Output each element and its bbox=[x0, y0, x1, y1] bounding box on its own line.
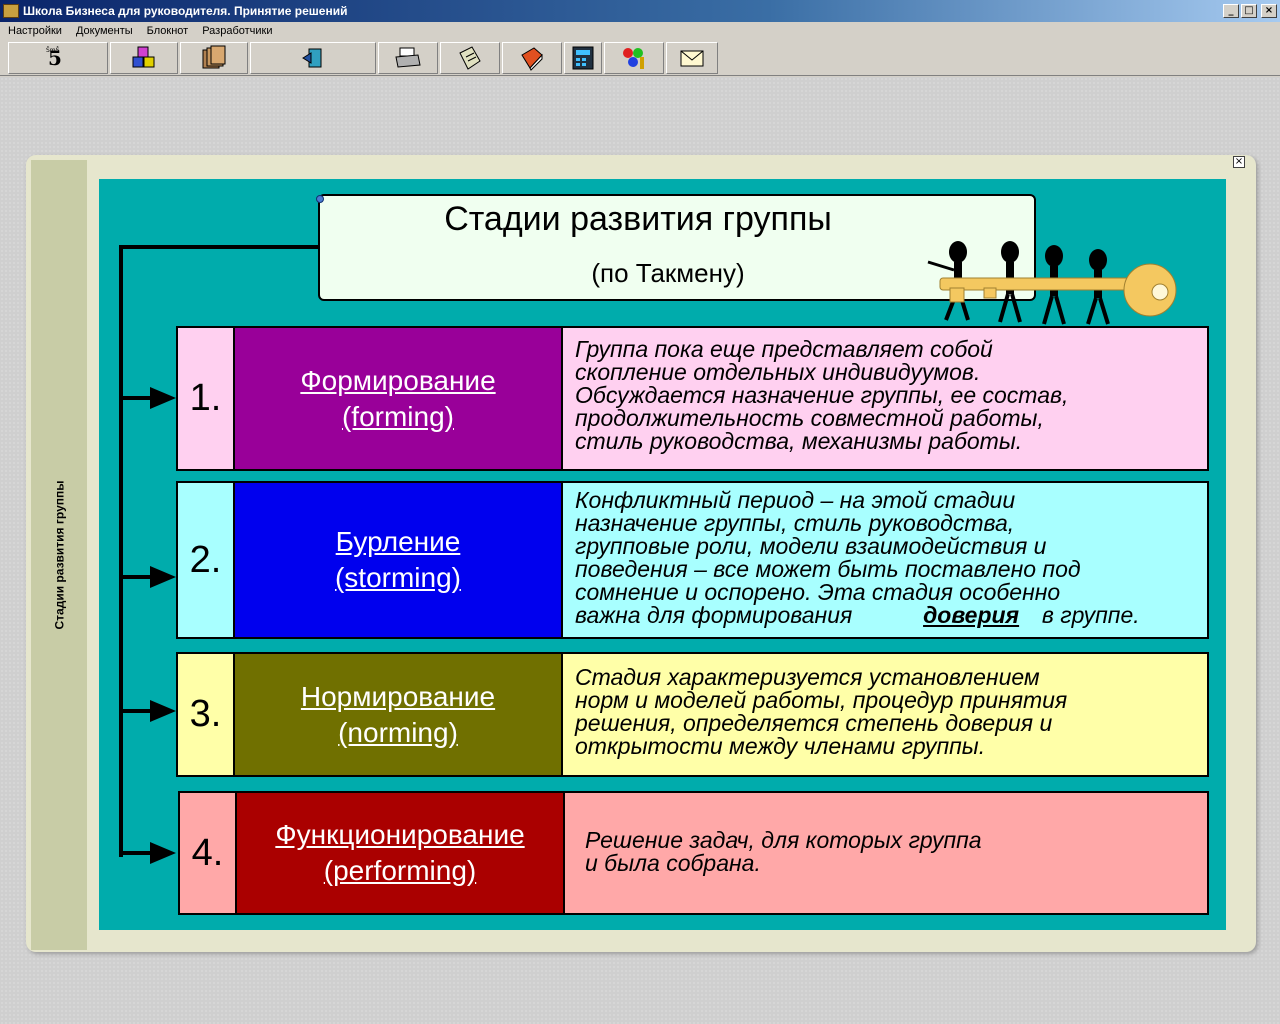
cubes-icon bbox=[132, 46, 155, 68]
paint-button[interactable] bbox=[604, 42, 664, 74]
connector-line-3 bbox=[119, 709, 151, 713]
stage-link-storming[interactable]: Бурление (storming) bbox=[235, 483, 563, 637]
connector-line-2 bbox=[119, 575, 151, 579]
exit-door-icon bbox=[302, 48, 322, 68]
stage-name: Формирование bbox=[300, 364, 496, 396]
stage-link-performing[interactable]: Функционирование (performing) bbox=[237, 793, 565, 913]
menu-documents[interactable]: Документы bbox=[75, 25, 133, 37]
trust-link[interactable]: доверия bbox=[923, 602, 1020, 628]
description-line: важна для формирования доверия в группе. bbox=[575, 604, 1207, 627]
description-line: Стадия характеризуется установлением bbox=[575, 664, 1040, 690]
page-title: Стадии развития группы bbox=[444, 200, 832, 238]
description-line: скопление отдельных индивидуумов. bbox=[575, 359, 981, 385]
description-line: Обсуждается назначение группы, ее состав… bbox=[575, 382, 1069, 408]
stage-name: Бурление bbox=[335, 526, 461, 557]
clipboard-icon bbox=[459, 46, 481, 70]
stage-row-2: 2. Бурление (storming) Конфликтный перио… bbox=[176, 481, 1209, 639]
header-box bbox=[318, 194, 1036, 301]
panel-close-icon[interactable]: × bbox=[1233, 156, 1245, 168]
side-label: Стадии развития группы bbox=[52, 480, 66, 630]
stage-name-en: (storming) bbox=[334, 562, 461, 593]
description-line: решения, определяется степень доверия и bbox=[575, 710, 1053, 736]
close-button[interactable]: × bbox=[1261, 4, 1277, 18]
calculator-icon bbox=[572, 46, 594, 70]
minimize-button[interactable]: _ bbox=[1223, 4, 1239, 18]
folders-button[interactable] bbox=[180, 42, 248, 74]
connector-vertical-line bbox=[119, 245, 123, 857]
side-strip bbox=[31, 160, 87, 950]
mail-button[interactable] bbox=[666, 42, 718, 74]
paint-icon bbox=[623, 48, 644, 69]
stage-description: Группа пока еще представляет собой скопл… bbox=[563, 328, 1207, 469]
stage-link-forming[interactable]: Формирование (forming) bbox=[235, 328, 563, 469]
team-key-illustration-icon bbox=[927, 241, 1177, 325]
book-button[interactable] bbox=[502, 42, 562, 74]
description-line: продолжительность совместной работы, bbox=[575, 405, 1044, 431]
svg-text:5: 5 bbox=[48, 46, 62, 70]
stage-row-3: 3. Нормирование (norming) Стадия характе… bbox=[176, 652, 1209, 777]
stage-number: 3. bbox=[178, 654, 235, 775]
window-title: Школа Бизнеса для руководителя. Принятие… bbox=[23, 4, 348, 18]
svg-text:ŠmŠ: ŠmŠ bbox=[46, 47, 60, 54]
stage-name-en: (performing) bbox=[323, 855, 477, 886]
description-text: важна для формирования bbox=[575, 602, 853, 628]
description-line: Конфликтный период – на этой стадии bbox=[575, 487, 1016, 513]
stage-name: Функционирование bbox=[275, 819, 525, 850]
stage-name: Нормирование bbox=[300, 680, 496, 712]
menu-notepad[interactable]: Блокнот bbox=[146, 25, 189, 37]
stage-number: 2. bbox=[178, 483, 235, 637]
exit-button[interactable] bbox=[250, 42, 376, 74]
description-line: Решение задач, для которых группа bbox=[585, 827, 982, 853]
mail-icon bbox=[680, 50, 704, 67]
arrow-1-icon bbox=[150, 387, 176, 409]
description-line: и была собрана. bbox=[585, 850, 761, 876]
stage-link-norming[interactable]: Нормирование (norming) bbox=[235, 654, 563, 775]
connector-line-4 bbox=[119, 851, 151, 855]
folders-icon bbox=[202, 45, 226, 69]
connector-line-1 bbox=[119, 396, 151, 400]
connector-header-line bbox=[119, 245, 318, 249]
stage-name-en: (norming) bbox=[338, 716, 458, 748]
page-subtitle: (по Такмену) bbox=[591, 258, 745, 288]
printer-button[interactable] bbox=[378, 42, 438, 74]
stage-description: Стадия характеризуется установлением нор… bbox=[563, 654, 1207, 775]
maximize-button[interactable]: □ bbox=[1241, 4, 1257, 18]
description-line: открытости между членами группы. bbox=[575, 733, 986, 759]
description-line: назначение группы, стиль руководства, bbox=[575, 510, 1015, 536]
book-icon bbox=[521, 47, 543, 71]
title-bar: Школа Бизнеса для руководителя. Принятие… bbox=[0, 0, 1280, 22]
menu-developers[interactable]: Разработчики bbox=[202, 25, 273, 37]
description-text: в группе. bbox=[1041, 602, 1140, 628]
description-line: групповые роли, модели взаимодействия и bbox=[575, 533, 1047, 559]
printer-icon bbox=[395, 47, 421, 68]
description-line: поведения – все может быть поставлено по… bbox=[575, 556, 1081, 582]
stage-row-4: 4. Функционирование (performing) Решение… bbox=[178, 791, 1209, 915]
stage-number: 1. bbox=[178, 328, 235, 469]
arrow-4-icon bbox=[150, 842, 176, 864]
description-line: сомнение и оспорено. Эта стадия особенно bbox=[575, 579, 1061, 605]
app-icon bbox=[3, 4, 19, 18]
menu-bar: Настройки Документы Блокнот Разработчики bbox=[0, 22, 1280, 40]
side-label-container: Стадии развития группы bbox=[31, 160, 87, 950]
stage-description: Конфликтный период – на этой стадии назн… bbox=[563, 483, 1207, 637]
stage-row-1: 1. Формирование (forming) Группа пока ещ… bbox=[176, 326, 1209, 471]
clipboard-button[interactable] bbox=[440, 42, 500, 74]
description-line: норм и моделей работы, процедур принятия bbox=[575, 687, 1068, 713]
calculator-button[interactable] bbox=[564, 42, 602, 74]
cubes-button[interactable] bbox=[110, 42, 178, 74]
stage-name-en: (forming) bbox=[341, 400, 454, 432]
stage-description: Решение задач, для которых группа и была… bbox=[565, 793, 1207, 913]
arrow-3-icon bbox=[150, 700, 176, 722]
description-line: стиль руководства, механизмы работы. bbox=[575, 428, 1023, 454]
description-line: Группа пока еще представляет собой bbox=[575, 336, 993, 362]
stage-number: 4. bbox=[180, 793, 237, 913]
menu-settings[interactable]: Настройки bbox=[8, 25, 62, 37]
corner-dot-icon bbox=[316, 195, 324, 203]
arrow-2-icon bbox=[150, 566, 176, 588]
